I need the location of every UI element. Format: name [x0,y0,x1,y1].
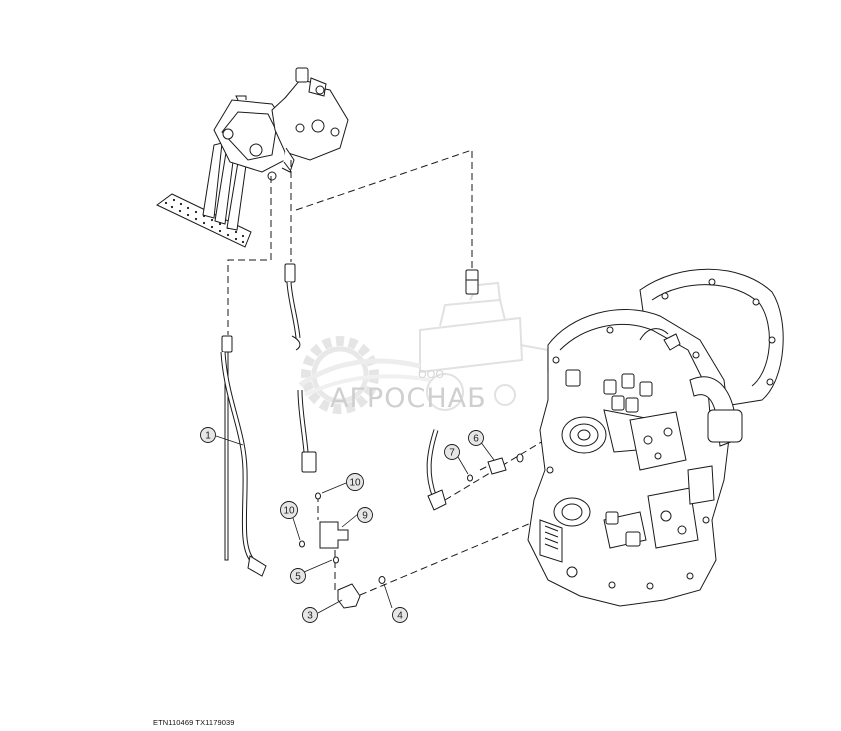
leader-lines [215,435,495,614]
tee-fitting [319,521,349,549]
pedal-pad [156,193,252,248]
callout-5: 5 [290,568,306,584]
gear-icon [298,336,431,414]
callout-3-circle [302,607,318,623]
brake-hose-1 [220,335,267,577]
callout-4: 4 [392,607,408,623]
callout-6-circle [468,430,484,446]
callout-3: 3 [302,607,318,623]
figure-caption: ETN110469 TX1179039 [153,718,235,727]
callout-4-circle [392,607,408,623]
callout-9: 9 [357,507,373,523]
fittings [299,269,524,609]
elbow-fitting [337,583,361,609]
callout-3-label: 3 [307,611,313,622]
brake-pedal-assembly [156,67,349,248]
adapter-fitting [487,457,507,475]
callout-9-label: 9 [362,511,368,522]
watermark-name: АГРОСНАБ [330,383,487,414]
callout-10-lower-circle [280,501,298,519]
transmission-housing [527,268,784,607]
callout-4-label: 4 [397,611,403,622]
callout-1-circle [200,427,216,443]
callout-7: 7 [444,444,460,460]
watermark-prefix: ООО [418,368,444,381]
brake-hose-2 [284,263,317,473]
callout-10-lower: 10 [280,501,298,519]
brake-hose-3 [426,429,447,511]
assembly-guide-lines [227,149,551,596]
callout-10-upper: 10 [346,473,364,491]
watermark: ООО АГРОСНАБ [298,281,549,414]
callout-1-label: 1 [205,431,211,442]
callout-9-circle [357,507,373,523]
callout-5-label: 5 [295,572,301,583]
callout-6-label: 6 [473,434,479,445]
callout-1: 1 [200,427,216,443]
callout-7-circle [444,444,460,460]
callout-10-upper-circle [346,473,364,491]
master-cylinder [271,83,349,161]
callout-7-label: 7 [449,448,455,459]
callout-10-lower-label: 10 [283,506,295,517]
callout-10-upper-label: 10 [349,478,361,489]
callout-5-circle [290,568,306,584]
callout-6: 6 [468,430,484,446]
